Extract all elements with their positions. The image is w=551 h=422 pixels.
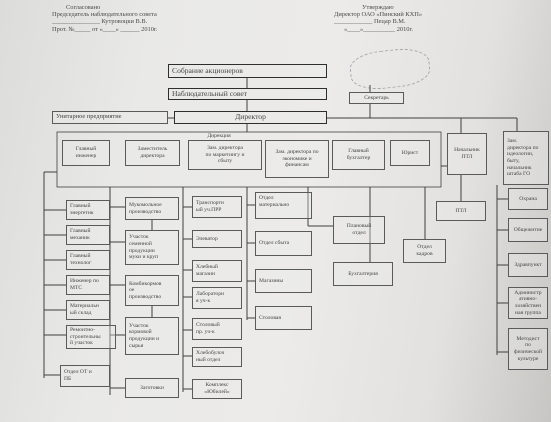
- approve-label: Утверждаю: [362, 4, 394, 11]
- poultry-section-box: Столовый пр. уч-к: [192, 318, 242, 340]
- canteen-box: Столовая: [255, 306, 312, 330]
- secretary-box: Секретарь: [349, 92, 404, 104]
- supervisory-chair-signature: _______________ Кутровоцки В.В.: [52, 18, 148, 25]
- hr-dept-box: Отдел кадров: [403, 239, 446, 263]
- elevator-box: Элеватор: [192, 230, 242, 248]
- shops-box: Магазины: [255, 269, 312, 293]
- accounting-box: Бухгалтерия: [333, 262, 393, 286]
- chief-technologist-box: Главный технолог: [66, 250, 110, 270]
- deputy-director-box: Заместитель директора: [125, 140, 180, 166]
- methodist-box: Методист по физической культуре: [508, 328, 548, 370]
- ot-pb-box: Отдел ОТ и ПБ: [60, 365, 110, 387]
- director-signature: ____________ Пецар В.М.: [334, 18, 406, 25]
- repair-section-box: Ремонтно- строительны й участок: [66, 325, 116, 349]
- chief-accountant-box: Главный бухгалтер: [332, 140, 385, 170]
- bakery-dept-box: Хлебобулоч ный отдел: [192, 347, 242, 367]
- head-ptl-box: Начальник ПТЛ: [447, 133, 487, 175]
- planning-dept-box: Плановый отдел: [333, 216, 385, 244]
- cereal-section-box: Участок семенной продукции муки и круп: [125, 230, 179, 265]
- chief-engineer-box: Главный инженер: [62, 140, 110, 166]
- supervisory-chair-title: Председатель наблюдательного совета: [52, 11, 157, 18]
- director-box: Директор: [174, 111, 327, 124]
- lawyer-box: Юрист: [390, 140, 430, 166]
- director-title: Директор ОАО «Пинский КХП»: [334, 11, 423, 18]
- procurement-dept-box: Отдел материально: [255, 192, 312, 219]
- feed-section-box: Участок кормовой продукции и сырья: [125, 317, 179, 355]
- protocol-number: Прот. №_____ от «____» ______ 2010г.: [52, 26, 158, 33]
- bakery-shop-box: Хлебный магазин: [192, 260, 242, 282]
- deputy-ideology-box: Зам. директора по идеологии, быту, начал…: [503, 131, 549, 185]
- directorate-label: Дирекция: [207, 133, 231, 140]
- laboratory-box: Лаборатори я уч-к: [192, 287, 242, 309]
- storage-box: Заготовки: [125, 378, 179, 398]
- approval-date: «____»__________ 2010г.: [344, 26, 414, 33]
- deputy-marketing-box: Зам. директора по маркетингу и сбыту: [188, 140, 262, 170]
- approval-label: Согласовано: [66, 4, 101, 11]
- chief-mechanic-box: Главный механик: [66, 225, 110, 245]
- material-warehouse-box: Материальн ый склад: [66, 300, 110, 320]
- sales-dept-box: Отдел сбыта: [255, 231, 312, 256]
- health-center-box: Здравпункт: [508, 253, 548, 277]
- flour-production-box: Мукомольное производство: [125, 197, 179, 220]
- complex-yubileiny-box: Комплекс «Юбилей»: [192, 379, 242, 399]
- dormitory-box: Общежитие: [508, 218, 548, 242]
- transport-section-box: Транспортн ый уч.ПРР: [192, 196, 242, 218]
- ptl-box: ПТЛ: [436, 201, 486, 221]
- supervisory-board-box: Наблюдательный совет: [168, 88, 327, 100]
- engineer-mts-box: Инженер по МТС: [66, 275, 110, 295]
- admin-household-box: Администр ативно- хозяйствен ная группа: [508, 287, 548, 319]
- deputy-economics-box: Зам. директора по экономике и финансам: [265, 140, 329, 178]
- shareholders-box: Собрание акционеров: [168, 64, 327, 78]
- feed-production-box: Комбикормов ое производство: [125, 275, 179, 306]
- unitary-enterprise-box: Унитарное предприятие: [52, 111, 168, 124]
- chief-power-engineer-box: Главный энергетик: [66, 200, 110, 220]
- security-box: Охрана: [508, 188, 548, 210]
